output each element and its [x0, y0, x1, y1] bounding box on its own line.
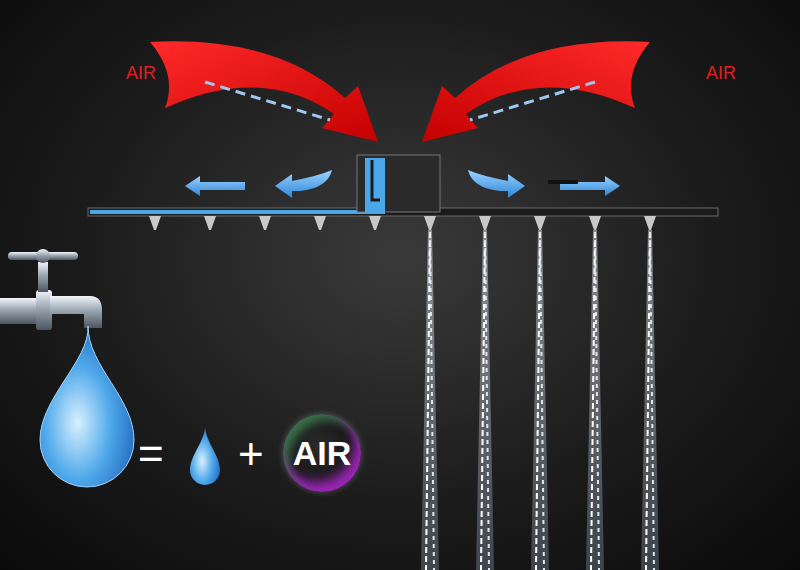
- equation-symbol: +: [238, 432, 264, 476]
- air-bubble: AIR: [283, 414, 361, 492]
- air-arrow: [150, 41, 378, 142]
- water-stream: [421, 230, 659, 570]
- water-drop: [190, 425, 220, 485]
- water-drop: [40, 326, 134, 487]
- faucet: [0, 249, 102, 330]
- air-label: AIR: [706, 64, 736, 82]
- equation-symbol: =: [138, 432, 164, 476]
- nozzle: [149, 216, 656, 230]
- shower-head: [88, 155, 718, 216]
- node-text: AIR: [293, 434, 352, 473]
- flow-arrow: [185, 170, 620, 198]
- air-label: AIR: [126, 64, 156, 82]
- air-arrow: [422, 41, 650, 142]
